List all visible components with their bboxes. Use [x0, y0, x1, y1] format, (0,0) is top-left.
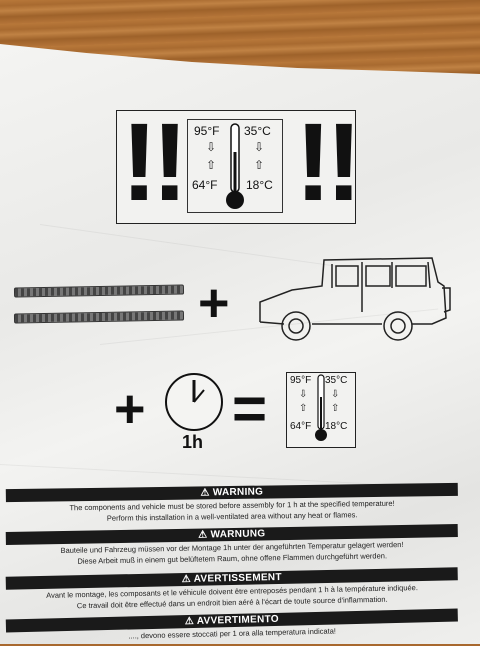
lo-f-label: 64°F — [192, 178, 218, 192]
clock-icon — [165, 373, 223, 431]
up-arrow-icon: ⇧ — [254, 158, 265, 172]
down-arrow-icon: ⇩ — [299, 389, 308, 400]
lo-c-label: 18°C — [325, 421, 348, 432]
plus-sign-second: + — [114, 379, 146, 439]
up-arrow-icon: ⇧ — [331, 403, 340, 414]
hi-f-label: 95°F — [290, 375, 312, 386]
up-arrow-icon: ⇧ — [206, 158, 217, 172]
vehicle-illustration — [259, 257, 451, 341]
lo-c-label: 18°C — [246, 178, 273, 192]
thermometer-icon — [315, 374, 327, 441]
warning-en: ⚠ WARNING The components and vehicle mus… — [5, 482, 458, 526]
duration-label: 1h — [182, 432, 204, 452]
down-arrow-icon: ⇩ — [206, 140, 217, 154]
exclamation-left: !! — [121, 101, 188, 224]
down-arrow-icon: ⇩ — [331, 389, 340, 400]
thermometer-frame: 95°F 35°C ⇩ ⇩ ⇧ ⇧ 64°F 18°C — [187, 119, 283, 213]
hi-f-label: 95°F — [194, 124, 220, 138]
up-arrow-icon: ⇧ — [299, 403, 308, 414]
lo-f-label: 64°F — [290, 421, 312, 432]
plus-sign: + — [198, 273, 230, 333]
equals-sign: = — [232, 375, 268, 442]
temperature-panel-large: !! !! 95°F 35°C ⇩ ⇩ ⇧ ⇧ 64°F 18°C — [116, 103, 362, 224]
hi-c-label: 35°C — [325, 375, 348, 386]
hi-c-label: 35°C — [244, 124, 271, 138]
down-arrow-icon: ⇩ — [254, 140, 265, 154]
temperature-panel-small: 95°F 35°C ⇩ ⇧ ⇩ ⇧ 64°F 18°C — [286, 372, 356, 448]
thermometer-icon — [226, 123, 244, 209]
exclamation-right: !! — [295, 101, 362, 224]
warning-de: ⚠ WARNUNG Bauteile und Fahrzeug müssen v… — [5, 524, 459, 569]
